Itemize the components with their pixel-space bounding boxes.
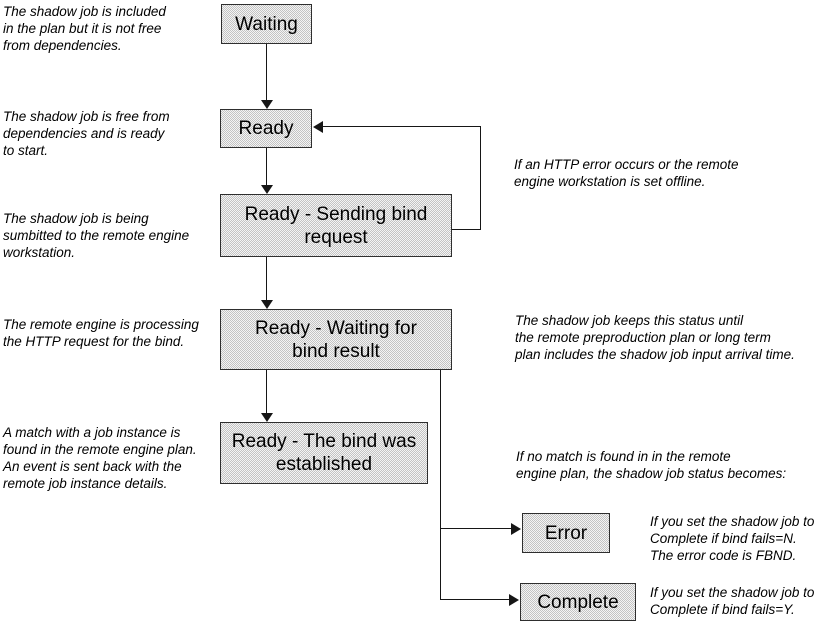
node-ready: Ready: [220, 109, 312, 148]
connector-branch-to-error: [440, 528, 511, 529]
arrowhead-waiting-result-to-established-icon: [261, 413, 273, 422]
note-http-error: If an HTTP error occurs or the remote en…: [514, 157, 739, 189]
note-complete-condition: If you set the shadow job to Complete if…: [650, 585, 815, 617]
connector-loop-vertical-segment: [480, 126, 481, 230]
node-ready-sending-bind-request: Ready - Sending bind request: [220, 194, 452, 257]
note-waiting: The shadow job is included in the plan b…: [3, 4, 166, 53]
connector-branch-to-complete: [440, 599, 509, 600]
arrowhead-sending-to-waiting-result-icon: [261, 300, 273, 309]
connector-ready-to-sending: [266, 148, 267, 185]
note-waiting-result: The remote engine is processing the HTTP…: [3, 317, 199, 349]
note-no-match: If no match is found in in the remote en…: [516, 449, 787, 481]
connector-waiting-result-to-established: [266, 370, 267, 413]
note-keeps-status: The shadow job keeps this status until t…: [515, 313, 795, 362]
note-sending: The shadow job is being sumbitted to the…: [3, 211, 190, 260]
note-established: A match with a job instance is found in …: [3, 425, 197, 491]
arrowhead-branch-to-complete-icon: [509, 594, 519, 606]
node-ready-bind-established: Ready - The bind was established: [220, 422, 428, 484]
connector-branch-vertical: [440, 370, 441, 600]
node-error: Error: [522, 513, 610, 553]
connector-sending-to-waiting-result: [266, 257, 267, 300]
connector-loop-top-segment: [323, 126, 481, 127]
arrowhead-ready-to-sending-icon: [261, 185, 273, 194]
connector-waiting-to-ready: [266, 44, 267, 100]
note-error-condition: If you set the shadow job to Complete if…: [650, 514, 815, 563]
node-complete: Complete: [520, 583, 636, 621]
arrowhead-loop-to-ready-icon: [313, 121, 323, 133]
arrowhead-branch-to-error-icon: [511, 523, 521, 535]
note-ready: The shadow job is free from dependencies…: [3, 109, 170, 158]
connector-loop-bottom-segment: [452, 229, 481, 230]
node-ready-waiting-for-bind-result: Ready - Waiting for bind result: [220, 309, 452, 370]
node-waiting: Waiting: [221, 4, 312, 44]
arrowhead-waiting-to-ready-icon: [261, 100, 273, 109]
